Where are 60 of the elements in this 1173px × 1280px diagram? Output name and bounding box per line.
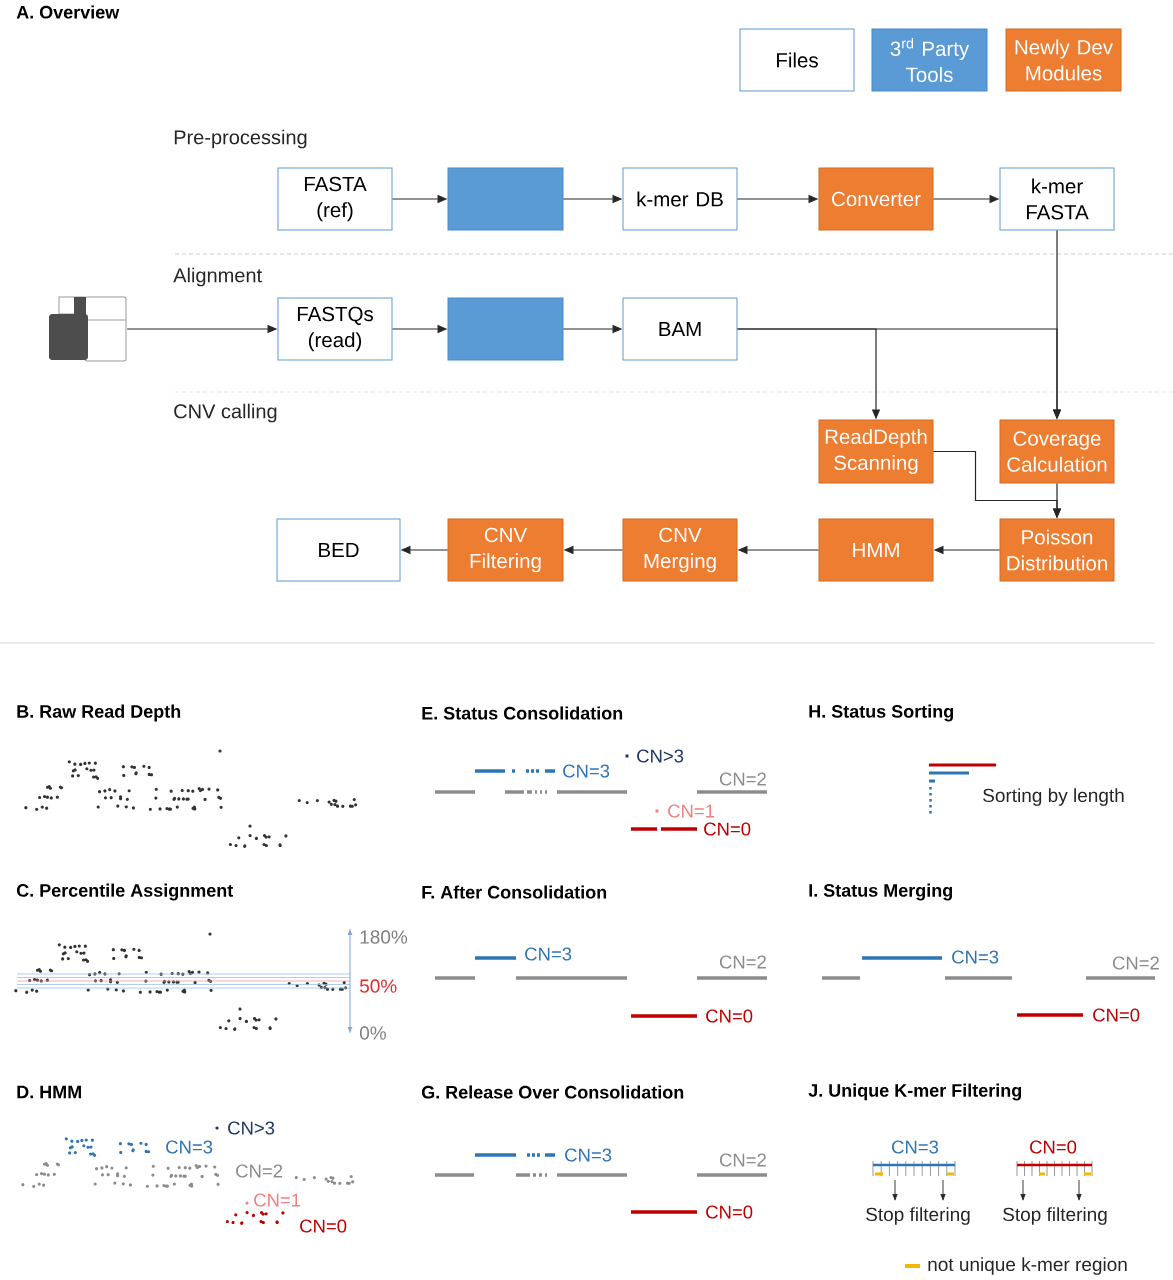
file-box: k-mer FASTA (999, 167, 1115, 231)
cn-label: CN=0 (706, 1009, 753, 1023)
cn-label: CN=0 (1093, 1008, 1140, 1022)
cn-label: CN=2 (719, 1153, 766, 1167)
panel-heading: C. Percentile Assignment (16, 883, 233, 901)
tool-box (447, 297, 564, 361)
cn-label: CN=1 (254, 1193, 301, 1207)
cn-label: CN=0 (300, 1219, 347, 1233)
module-box: CNV Filtering (447, 518, 564, 582)
cn-label: CN=3 (166, 1140, 213, 1154)
stage-label: CNV calling (174, 403, 277, 423)
legend-box: Files (739, 28, 855, 92)
cn-label: CN=2 (719, 955, 766, 969)
file-box: k-mer DB (622, 167, 738, 231)
legend-box: 3$^{rd}$ Party Tools (871, 28, 988, 92)
tool-box (447, 167, 564, 231)
module-box: Converter (818, 167, 934, 231)
module-box: CNV Merging (622, 518, 738, 582)
stage-label: Alignment (173, 267, 262, 287)
file-box: FASTQs (read) (277, 297, 393, 361)
cn-label: CN=0 (1030, 1140, 1077, 1154)
cn-label: CN=3 (952, 950, 999, 964)
module-box: ReadDepth Scanning (818, 419, 934, 484)
panel-heading: E. Status Consolidation (422, 706, 623, 720)
percent-label: 0% (359, 1026, 386, 1040)
file-box: BED (276, 518, 401, 582)
percent-label: 180% (360, 930, 408, 944)
note-text: Sorting by length (983, 788, 1124, 806)
cn-label: CN=3 (525, 947, 572, 961)
panel-heading: I. Status Merging (809, 883, 952, 901)
cn-label: CN=3 (563, 764, 610, 778)
module-box: Poisson Distribution (999, 518, 1115, 582)
cn-label: CN=3 (892, 1140, 939, 1154)
module-box: HMM (818, 518, 934, 582)
panel-heading: F. After Consolidation (422, 885, 607, 899)
cn-label: CN>3 (228, 1121, 275, 1135)
legend-box: Newly Dev Modules (1005, 28, 1122, 92)
percent-label: 50% (359, 979, 397, 993)
note-text: Stop filtering (1003, 1207, 1107, 1225)
cn-label: CN=0 (704, 822, 751, 836)
cn-label: CN=3 (565, 1148, 612, 1162)
cn-label: CN>3 (637, 749, 684, 763)
panel-heading: J. Unique K-mer Filtering (808, 1083, 1021, 1101)
panel-heading: B. Raw Read Depth (17, 704, 181, 722)
file-box: FASTA (ref) (277, 167, 393, 231)
cn-label: CN=2 (1112, 956, 1159, 970)
cn-label: CN=2 (719, 772, 766, 786)
sequencer-picture (49, 296, 127, 362)
module-box: Coverage Calculation (999, 419, 1115, 484)
panel-heading: G. Release Over Consolidation (421, 1085, 684, 1099)
cn-label: CN=2 (236, 1164, 283, 1178)
cn-label: CN=1 (668, 804, 715, 818)
cn-label: CN=0 (706, 1205, 753, 1219)
file-box: BAM (622, 297, 738, 361)
panel-heading: D. HMM (17, 1085, 81, 1099)
legend-text: not unique k-mer region (928, 1257, 1127, 1275)
panel-heading: A. Overview (16, 5, 120, 19)
panel-heading: H. Status Sorting (809, 704, 953, 722)
stage-label: Pre-processing (174, 129, 307, 149)
note-text: Stop filtering (866, 1207, 970, 1225)
